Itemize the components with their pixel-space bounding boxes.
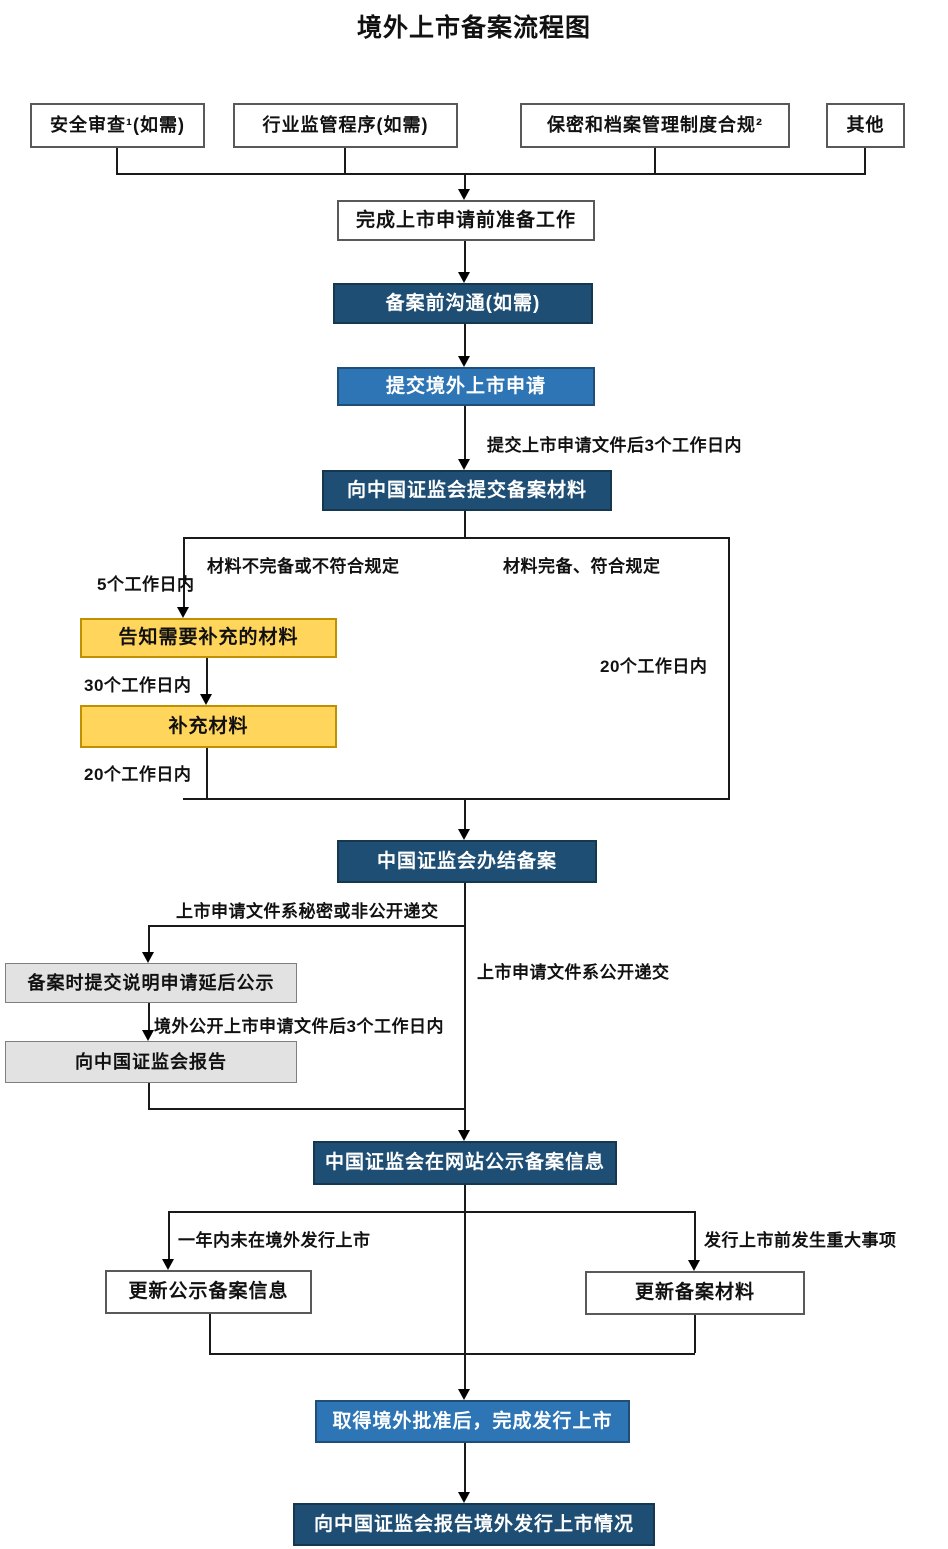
decision-rect-right (728, 537, 730, 799)
node-pre-filing-comm: 备案前沟通(如需) (333, 283, 593, 324)
flow-line (148, 925, 150, 953)
flow-line (464, 173, 466, 191)
flow-line (464, 1443, 466, 1493)
arrow-down-icon (688, 1260, 700, 1271)
arrow-down-icon (458, 356, 470, 367)
arrow-down-icon (458, 829, 470, 840)
flow-line (464, 324, 466, 357)
flow-line (148, 1083, 150, 1108)
flow-line (864, 148, 866, 173)
arrow-down-icon (200, 694, 212, 705)
flow-line (116, 173, 866, 175)
flow-line (116, 148, 118, 173)
flow-line (464, 511, 466, 537)
flow-line (168, 1211, 170, 1260)
node-prep: 完成上市申请前准备工作 (337, 200, 595, 241)
node-complete-listing: 取得境外批准后，完成发行上市 (315, 1400, 630, 1443)
node-update-publicity: 更新公示备案信息 (105, 1270, 312, 1314)
arrow-down-icon (142, 1030, 154, 1041)
arrow-down-icon (458, 459, 470, 470)
node-industry-regulation: 行业监管程序(如需) (233, 103, 458, 148)
node-security-review: 安全审查¹(如需) (30, 103, 205, 148)
node-report-to-csrc: 向中国证监会报告 (5, 1041, 297, 1083)
flow-line (694, 1315, 696, 1353)
decision-rect-bottom (183, 798, 730, 800)
node-confidentiality-compliance: 保密和档案管理制度合规² (520, 103, 790, 148)
edge-label-public-submission: 上市申请文件系公开递交 (477, 963, 670, 982)
node-report-listing-result: 向中国证监会报告境外发行上市情况 (293, 1503, 655, 1546)
flow-line (654, 148, 656, 173)
arrow-down-icon (458, 1389, 470, 1400)
flow-line (694, 1211, 696, 1261)
flow-line (344, 148, 346, 173)
node-notify-supplement: 告知需要补充的材料 (80, 618, 337, 658)
flow-line (168, 1211, 695, 1213)
arrow-down-icon (458, 189, 470, 200)
edge-label-overseas-public-3-days: 境外公开上市申请文件后3个工作日内 (154, 1017, 444, 1036)
flow-line (148, 1108, 465, 1110)
decision-rect-top (183, 537, 730, 539)
diagram-title: 境外上市备案流程图 (356, 14, 591, 42)
edge-label-within-20-days-right: 20个工作日内 (600, 657, 708, 676)
arrow-down-icon (458, 1492, 470, 1503)
flow-line (464, 883, 466, 1131)
node-update-materials: 更新备案材料 (585, 1271, 805, 1315)
flow-line (464, 406, 466, 460)
node-complete-filing: 中国证监会办结备案 (337, 840, 597, 883)
arrow-down-icon (458, 1130, 470, 1141)
edge-label-submit-3-days: 提交上市申请文件后3个工作日内 (487, 436, 742, 455)
flow-line (148, 925, 465, 927)
arrow-down-icon (162, 1259, 174, 1270)
edge-label-major-event: 发行上市前发生重大事项 (704, 1231, 897, 1250)
flow-line (206, 658, 208, 695)
flow-line (464, 1185, 466, 1390)
node-supplement-materials: 补充材料 (80, 705, 337, 748)
decision-rect-left (183, 537, 185, 608)
node-submit-filing-materials: 向中国证监会提交备案材料 (322, 470, 612, 511)
flow-line (209, 1353, 695, 1355)
arrow-down-icon (142, 952, 154, 963)
arrow-down-icon (458, 272, 470, 283)
edge-label-secret-submission: 上市申请文件系秘密或非公开递交 (176, 902, 439, 921)
edge-label-materials-incomplete: 材料不完备或不符合规定 (207, 557, 400, 576)
edge-label-within-5-days: 5个工作日内 (97, 575, 195, 594)
node-delay-publicity: 备案时提交说明申请延后公示 (5, 963, 297, 1003)
node-publicize-filing: 中国证监会在网站公示备案信息 (313, 1141, 617, 1185)
edge-label-within-30-days: 30个工作日内 (84, 676, 192, 695)
node-other: 其他 (826, 103, 905, 148)
edge-label-within-20-days-left: 20个工作日内 (84, 765, 192, 784)
flow-line (148, 1003, 150, 1031)
flow-line (206, 748, 208, 799)
flow-line (209, 1314, 211, 1353)
edge-label-materials-complete: 材料完备、符合规定 (503, 557, 661, 576)
flow-line (464, 799, 466, 830)
edge-label-one-year-not-listed: 一年内未在境外发行上市 (178, 1231, 371, 1250)
node-submit-overseas-application: 提交境外上市申请 (337, 367, 595, 406)
flow-line (464, 241, 466, 272)
arrow-down-icon (177, 607, 189, 618)
